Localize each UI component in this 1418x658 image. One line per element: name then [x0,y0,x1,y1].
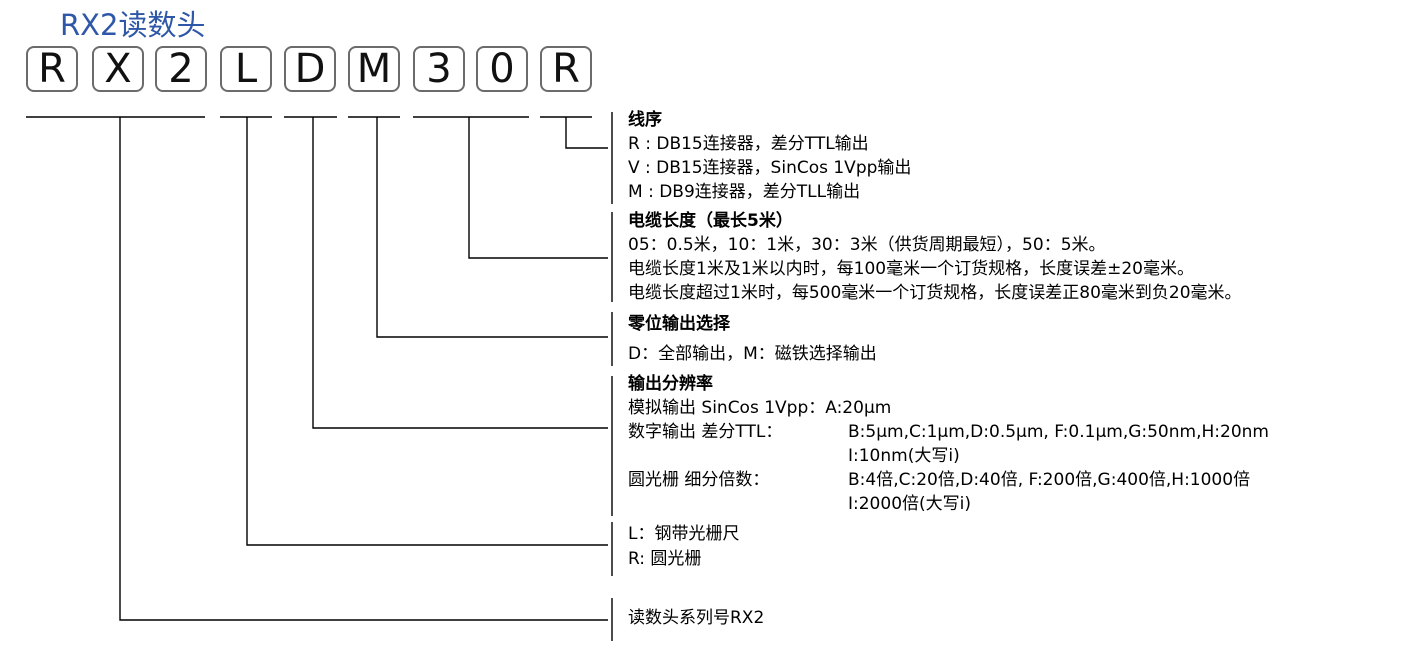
connector-zero [376,117,608,338]
resolution-digital-label: 数字输出 差分TTL： [628,422,783,442]
resolution-digital-line-2: I:10nm(大写i) [848,446,960,466]
wiring-line-3: M : DB9连接器，差分TLL输出 [628,182,861,202]
code-box-7: 3 [413,46,465,92]
cable-heading: 电缆长度（最长5米） [628,211,793,231]
cable-line-2: 电缆长度1米及1米以内时，每100毫米一个订货规格，长度误差±20毫米。 [628,259,1194,279]
scale-line-2: R: 圆光栅 [628,549,702,569]
connector-cable [468,117,608,259]
diagram-title: RX2读数头 [60,8,206,42]
resolution-analog: 模拟输出 SinCos 1Vpp：A:20μm [628,398,892,418]
resolution-circ-line-2: I:2000倍(大写i) [848,494,971,514]
connector-wiring [565,117,608,149]
code-box-1: R [26,46,78,92]
code-box-6: M [348,46,400,92]
resolution-circ-line-1: B:4倍,C:20倍,D:40倍, F:200倍,G:400倍,H:1000倍 [848,470,1251,490]
resolution-circ-label: 圆光栅 细分倍数： [628,470,770,490]
zero-heading: 零位输出选择 [628,314,730,334]
connector-scale [246,117,608,546]
cable-line-3: 电缆长度超过1米时，每500毫米一个订货规格，长度误差正80毫米到负20毫米。 [628,283,1242,303]
code-box-3: 2 [155,46,207,92]
wiring-heading: 线序 [628,110,662,130]
code-box-2: X [92,46,144,92]
code-box-5: D [284,46,336,92]
code-box-8: 0 [476,46,528,92]
wiring-line-2: V : DB15连接器，SinCos 1Vpp输出 [628,158,912,178]
cable-line-1: 05：0.5米，10：1米，30：3米（供货周期最短），50：5米。 [628,235,1106,255]
connector-series [119,117,608,621]
code-box-4: L [220,46,272,92]
scale-line-1: L：钢带光栅尺 [628,524,740,544]
resolution-digital-line-1: B:5μm,C:1μm,D:0.5μm, F:0.1μm,G:50nm,H:20… [848,422,1269,442]
zero-line-1: D：全部输出，M：磁铁选择输出 [628,344,877,364]
series-line-1: 读数头系列号RX2 [628,608,765,628]
code-box-9: R [540,46,592,92]
wiring-line-1: R : DB15连接器，差分TTL输出 [628,134,869,154]
resolution-heading: 输出分辨率 [628,374,713,394]
connector-resolution [312,117,608,429]
